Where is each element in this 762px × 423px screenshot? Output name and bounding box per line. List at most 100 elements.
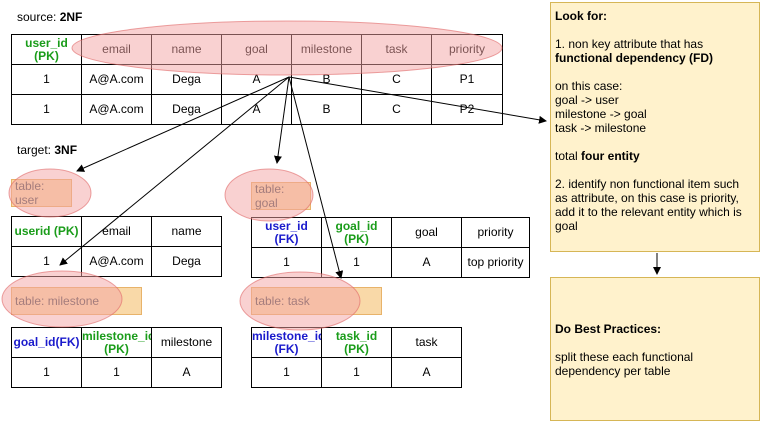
table-cell: 1: [81, 357, 152, 388]
table-cell: A: [221, 64, 292, 95]
source-header-milestone: milestone: [291, 34, 362, 65]
look-for-total: total four entity: [555, 149, 755, 163]
table-cell: A@A.com: [81, 94, 152, 125]
look-for-item-1: 1. non key attribute that has functional…: [555, 37, 755, 65]
milestone-table-name: table: milestone: [11, 287, 142, 315]
goal-header-goal-id-key: (PK): [344, 231, 369, 246]
task-header-milestone-id-name: milestone_id: [252, 328, 322, 343]
source-header-task: task: [361, 34, 432, 65]
source-label: source: 2NF: [17, 10, 82, 24]
milestone-header-row: goal_id(FK) milestone_id (PK) milestone: [11, 327, 222, 358]
goal-header-user-id-name: user_id: [265, 218, 308, 233]
milestone-table: goal_id(FK) milestone_id (PK) milestone …: [11, 327, 222, 388]
user-header-email: email: [81, 216, 152, 247]
goal-header-priority: priority: [461, 217, 530, 248]
source-header-priority: priority: [431, 34, 503, 65]
table-cell: Dega: [151, 94, 222, 125]
source-header-goal: goal: [221, 34, 292, 65]
source-header-email: email: [81, 34, 152, 65]
table-cell: 1: [251, 357, 322, 388]
table-cell: P1: [431, 64, 503, 95]
table-cell: A@A.com: [81, 246, 152, 277]
source-header-user-id-name: user_id: [25, 35, 68, 50]
milestone-header-milestone: milestone: [151, 327, 222, 358]
user-header-userid: userid (PK): [11, 216, 82, 247]
table-cell: 1: [11, 94, 82, 125]
table-cell: 1: [321, 247, 392, 278]
table-cell: A@A.com: [81, 64, 152, 95]
goal-header-row: user_id (FK) goal_id (PK) goal priority: [251, 217, 530, 248]
table-cell: A: [391, 247, 462, 278]
goal-header-goal-id: goal_id (PK): [321, 217, 392, 248]
look-for-total-bold: four entity: [581, 149, 640, 163]
look-for-total-text: total: [555, 149, 582, 163]
table-cell: A: [151, 357, 222, 388]
table-row: 1 1 A top priority: [251, 247, 530, 278]
task-table: milestone_id (FK) task_id (PK) task 1 1 …: [251, 327, 462, 388]
milestone-header-milestone-id-name: milestone_id: [82, 328, 152, 343]
table-cell: C: [361, 94, 432, 125]
user-header-name: name: [151, 216, 222, 247]
source-label-bold: 2NF: [59, 10, 83, 24]
goal-header-user-id: user_id (FK): [251, 217, 322, 248]
table-cell: P2: [431, 94, 503, 125]
table-cell: A: [221, 94, 292, 125]
table-cell: B: [291, 64, 362, 95]
look-for-item-1-text: 1. non key attribute that has: [555, 37, 704, 51]
best-practices-body: split these each functional dependency p…: [555, 350, 694, 378]
table-cell: A: [391, 357, 462, 388]
source-table: user_id (PK) email name goal milestone t…: [11, 34, 503, 125]
table-row: 1 A@A.com Dega: [11, 246, 222, 277]
table-cell: top priority: [461, 247, 530, 278]
target-label-prefix: target:: [17, 143, 55, 157]
user-header-row: userid (PK) email name: [11, 216, 222, 247]
milestone-header-milestone-id-key: (PK): [104, 341, 129, 356]
task-header-task: task: [391, 327, 462, 358]
goal-table: user_id (FK) goal_id (PK) goal priority …: [251, 217, 530, 278]
source-header-user-id: user_id (PK): [11, 34, 82, 65]
table-cell: 1: [11, 357, 82, 388]
look-for-fd-1: goal -> user: [555, 93, 619, 107]
table-row: 1 A@A.com Dega A B C P2: [11, 94, 503, 125]
user-table: userid (PK) email name 1 A@A.com Dega: [11, 216, 222, 277]
table-cell: Dega: [151, 64, 222, 95]
best-practices-title: Do Best Practices:: [555, 322, 662, 336]
table-cell: C: [361, 64, 432, 95]
look-for-note: Look for: 1. non key attribute that has …: [550, 2, 760, 252]
source-label-prefix: source:: [17, 10, 60, 24]
table-row: 1 1 A: [251, 357, 462, 388]
table-cell: 1: [251, 247, 322, 278]
task-header-milestone-id: milestone_id (FK): [251, 327, 322, 358]
user-table-name: table: user: [11, 179, 72, 207]
source-header-name: name: [151, 34, 222, 65]
goal-header-goal-id-name: goal_id: [335, 218, 378, 233]
look-for-fd-2: milestone -> goal: [555, 107, 647, 121]
table-cell: Dega: [151, 246, 222, 277]
look-for-case-intro: on this case:: [555, 79, 623, 93]
task-table-name: table: task: [251, 287, 382, 315]
goal-header-user-id-key: (FK): [274, 231, 299, 246]
task-header-task-id-key: (PK): [344, 341, 369, 356]
table-cell: 1: [321, 357, 392, 388]
task-header-milestone-id-key: (FK): [274, 341, 299, 356]
task-header-task-id: task_id (PK): [321, 327, 392, 358]
table-cell: 1: [11, 246, 82, 277]
look-for-title: Look for:: [555, 9, 607, 23]
task-header-row: milestone_id (FK) task_id (PK) task: [251, 327, 462, 358]
task-header-task-id-name: task_id: [335, 328, 378, 343]
look-for-item-1-bold: functional dependency (FD): [555, 51, 714, 65]
best-practices-note: Do Best Practices: split these each func…: [550, 277, 760, 421]
goal-table-name: table: goal: [251, 182, 311, 210]
target-label: target: 3NF: [17, 143, 77, 157]
milestone-header-milestone-id: milestone_id (PK): [81, 327, 152, 358]
source-header-user-id-key: (PK): [34, 48, 59, 63]
table-row: 1 A@A.com Dega A B C P1: [11, 64, 503, 95]
milestone-header-goal-id: goal_id(FK): [11, 327, 82, 358]
look-for-fd-3: task -> milestone: [555, 121, 647, 135]
source-header-row: user_id (PK) email name goal milestone t…: [11, 34, 503, 65]
look-for-item-2: 2. identify non functional item such as …: [555, 177, 742, 233]
table-cell: B: [291, 94, 362, 125]
table-row: 1 1 A: [11, 357, 222, 388]
table-cell: 1: [11, 64, 82, 95]
target-label-bold: 3NF: [54, 143, 78, 157]
